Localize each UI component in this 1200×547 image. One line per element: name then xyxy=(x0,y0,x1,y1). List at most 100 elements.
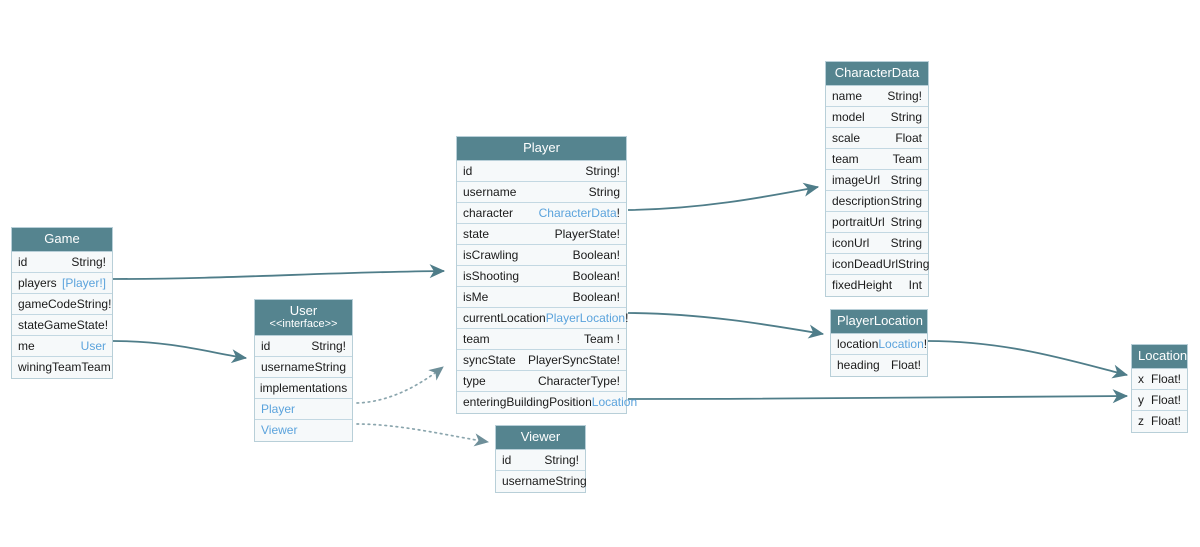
field-name: fixedHeight xyxy=(832,278,893,293)
implementations-header: implementations xyxy=(255,377,352,399)
table-row[interactable]: isMe Boolean! xyxy=(457,286,626,308)
field-type[interactable]: [Player!] xyxy=(61,275,106,290)
field-name: id xyxy=(502,452,512,467)
table-row[interactable]: portraitUrl String xyxy=(826,211,928,233)
field-type[interactable]: Location xyxy=(591,395,638,410)
table-row[interactable]: heading Float! xyxy=(831,354,927,376)
table-row[interactable]: iconUrl String xyxy=(826,232,928,254)
field-type: Int xyxy=(908,278,922,293)
field-type: Boolean! xyxy=(572,289,620,304)
entity-playerlocation-title: PlayerLocation xyxy=(831,310,927,334)
field-type: String! xyxy=(585,163,620,178)
field-name: id xyxy=(261,338,271,353)
edge-player-character-to-characterdata xyxy=(627,182,820,211)
table-row[interactable]: players [Player!] xyxy=(12,272,112,294)
field-type[interactable]: Location! xyxy=(878,336,928,351)
edge-player-currentlocation-to-playerlocation xyxy=(627,312,825,339)
field-name: team xyxy=(463,331,490,346)
table-row[interactable]: state GameState! xyxy=(12,314,112,336)
field-name: username xyxy=(502,474,556,489)
edge-user-implements-viewer xyxy=(356,423,490,447)
field-name: character xyxy=(463,205,514,220)
edge-user-implements-player xyxy=(356,366,444,404)
field-type: String xyxy=(555,474,587,489)
table-row[interactable]: location Location! xyxy=(831,333,928,355)
table-row[interactable]: id String! xyxy=(255,335,352,357)
table-row[interactable]: iconDeadUrl String xyxy=(826,253,929,275)
table-row[interactable]: x Float! xyxy=(1132,368,1187,390)
table-row[interactable]: winingTeam Team xyxy=(12,356,112,378)
field-type: String xyxy=(588,184,620,199)
entity-user-title: User <<interface>> xyxy=(255,300,352,336)
table-row[interactable]: imageUrl String xyxy=(826,169,928,191)
field-type: String! xyxy=(544,452,579,467)
table-row[interactable]: character CharacterData! xyxy=(457,202,626,224)
field-name: iconUrl xyxy=(832,235,870,250)
edge-playerlocation-location-to-location xyxy=(927,340,1129,379)
entity-playerlocation[interactable]: PlayerLocation location Location! headin… xyxy=(830,309,928,377)
table-row[interactable]: name String! xyxy=(826,85,928,107)
field-name: winingTeam xyxy=(18,360,82,375)
field-name: imageUrl xyxy=(832,172,881,187)
table-row[interactable]: model String xyxy=(826,106,928,128)
field-name: description xyxy=(832,193,891,208)
field-type: String xyxy=(890,193,922,208)
field-type: Boolean! xyxy=(572,268,620,283)
field-type[interactable]: User xyxy=(80,338,106,353)
field-type: String! xyxy=(71,254,106,269)
field-type: Float! xyxy=(1150,414,1181,429)
table-row[interactable]: team Team ! xyxy=(457,328,626,350)
entity-game[interactable]: Game id String! players [Player!] gameCo… xyxy=(11,227,113,379)
table-row[interactable]: isShooting Boolean! xyxy=(457,265,626,287)
entity-characterdata-title: CharacterData xyxy=(826,62,928,86)
field-type: String! xyxy=(887,88,922,103)
field-type: String xyxy=(314,359,346,374)
table-row[interactable]: id String! xyxy=(457,160,626,182)
field-type[interactable]: PlayerLocation! xyxy=(545,310,629,325)
table-row[interactable]: z Float! xyxy=(1132,410,1187,432)
field-name: username xyxy=(463,184,517,199)
field-name: z xyxy=(1138,414,1144,429)
entity-player[interactable]: Player id String! username String charac… xyxy=(456,136,637,414)
field-name: y xyxy=(1138,392,1144,407)
table-row[interactable]: scale Float xyxy=(826,127,928,149)
implementation-item-viewer[interactable]: Viewer xyxy=(255,419,352,441)
table-row[interactable]: state PlayerState! xyxy=(457,223,626,245)
implementation-item-player[interactable]: Player xyxy=(255,398,352,420)
table-row[interactable]: team Team xyxy=(826,148,928,170)
entity-viewer[interactable]: Viewer id String! username String xyxy=(495,425,587,493)
field-name: currentLocation xyxy=(463,310,546,325)
implementation-name: Player xyxy=(261,401,296,416)
edge-player-enteringbuildingposition-to-location xyxy=(627,389,1129,404)
field-name: state xyxy=(18,317,45,332)
field-name: type xyxy=(463,373,486,388)
field-name: team xyxy=(832,151,859,166)
table-row[interactable]: enteringBuildingPosition Location xyxy=(457,391,637,413)
table-row[interactable]: me User xyxy=(12,335,112,357)
field-type: Team xyxy=(892,151,922,166)
table-row[interactable]: username String xyxy=(255,356,352,378)
field-name: name xyxy=(832,88,863,103)
table-row[interactable]: isCrawling Boolean! xyxy=(457,244,626,266)
field-type: String xyxy=(890,214,922,229)
entity-user[interactable]: User <<interface>> id String! username S… xyxy=(254,299,353,442)
table-row[interactable]: gameCode String! xyxy=(12,293,112,315)
table-row[interactable]: id String! xyxy=(496,449,585,471)
table-row[interactable]: description String xyxy=(826,190,928,212)
table-row[interactable]: username String xyxy=(496,470,587,492)
table-row[interactable]: id String! xyxy=(12,251,112,273)
non-null-marker: ! xyxy=(625,310,629,325)
entity-characterdata[interactable]: CharacterData name String! model String … xyxy=(825,61,929,297)
field-type: CharacterType! xyxy=(537,373,620,388)
entity-location[interactable]: Location x Float! y Float! z Float! xyxy=(1131,344,1188,433)
table-row[interactable]: y Float! xyxy=(1132,389,1187,411)
table-row[interactable]: syncState PlayerSyncState! xyxy=(457,349,626,371)
table-row[interactable]: fixedHeight Int xyxy=(826,274,928,296)
field-type: PlayerState! xyxy=(554,226,620,241)
table-row[interactable]: type CharacterType! xyxy=(457,370,626,392)
field-name: x xyxy=(1138,371,1144,386)
table-row[interactable]: currentLocation PlayerLocation! xyxy=(457,307,629,329)
field-name: syncState xyxy=(463,352,516,367)
field-type[interactable]: CharacterData! xyxy=(538,205,620,220)
table-row[interactable]: username String xyxy=(457,181,626,203)
